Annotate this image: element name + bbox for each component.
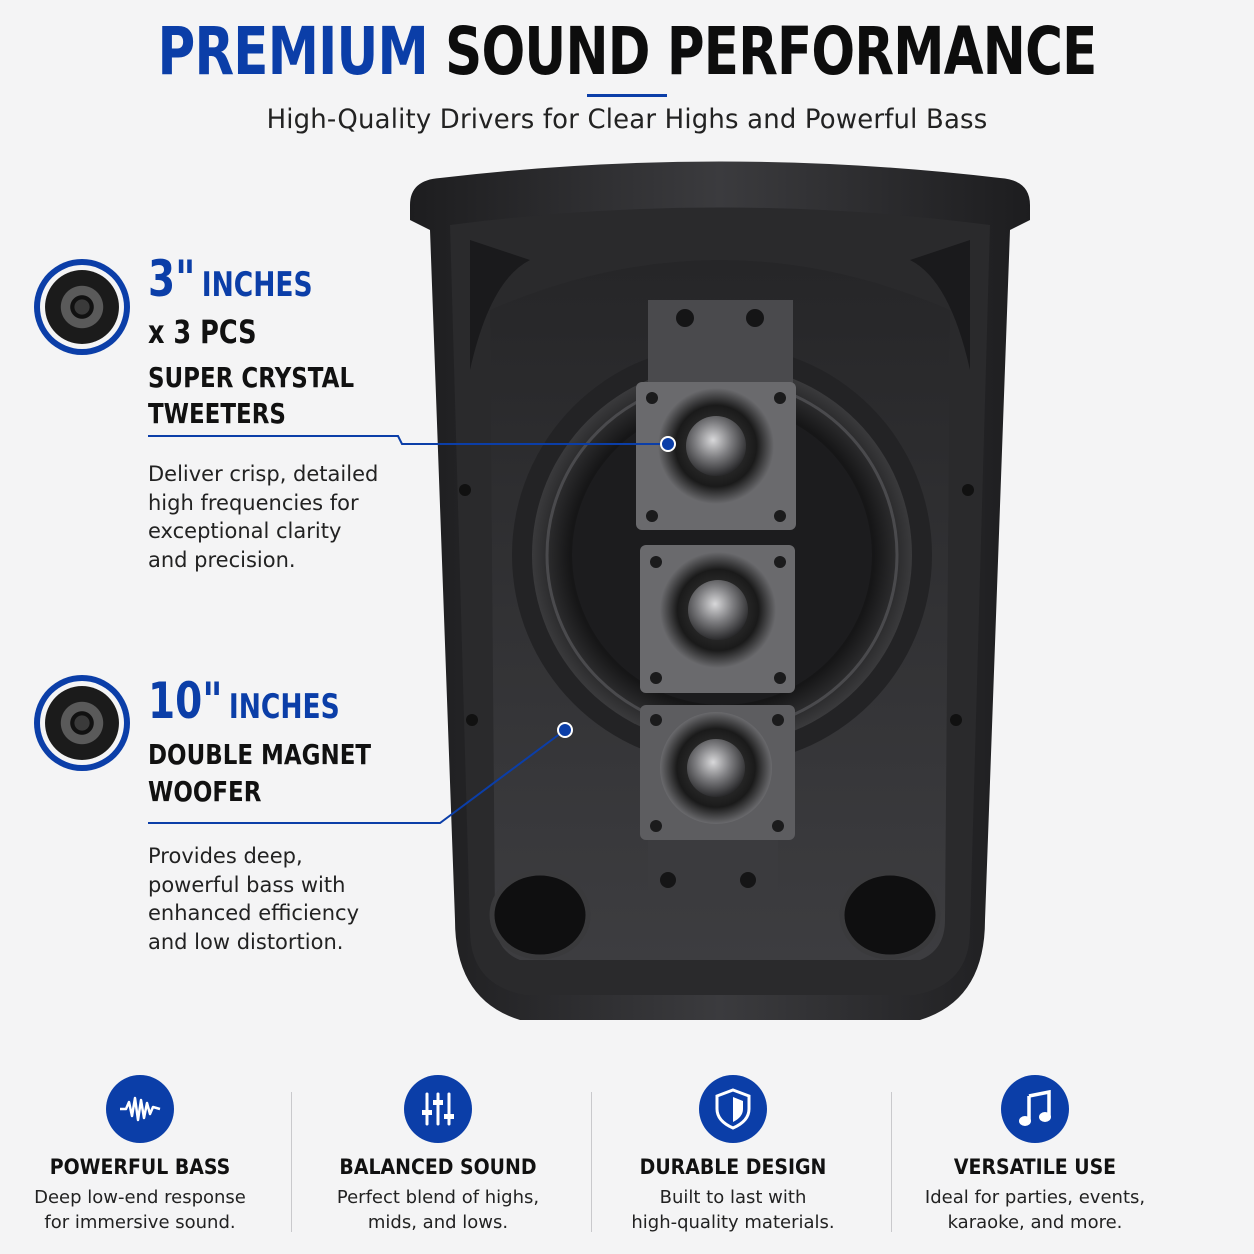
woofer-size: 10"INCHES [148,672,340,730]
divider [291,1092,292,1232]
feature-versatile-use: VERSATILE USE Ideal for parties, events,… [885,1075,1185,1235]
tweeter-desc-line: and precision. [148,547,296,572]
woofer-desc-line: and low distortion. [148,929,344,954]
feature-desc: Built to last with high-quality material… [583,1185,883,1235]
feature-desc-line: Deep low-end response [34,1187,246,1208]
woofer-desc-line: enhanced efficiency [148,901,359,925]
woofer-description: Provides deep, powerful bass with enhanc… [148,842,359,956]
feature-desc-line: Ideal for parties, events, [924,1187,1146,1208]
tweeter-desc-line: exceptional clarity [148,519,342,543]
feature-desc: Deep low-end response for immersive soun… [0,1185,290,1235]
tweeter-description: Deliver crisp, detailed high frequencies… [148,460,378,574]
shield-icon [699,1075,767,1143]
feature-title: POWERFUL BASS [49,1155,231,1179]
title-underline [587,94,667,97]
tweeter-quantity: x 3 PCS [148,313,257,351]
tweeter-desc-line: Deliver crisp, detailed [148,462,379,486]
page-subtitle: High-Quality Drivers for Clear Highs and… [266,104,988,135]
waveform-icon [106,1075,174,1143]
feature-desc-line: Perfect blend of highs, [336,1187,540,1208]
tweeter-badge-icon [34,259,130,355]
tweeter-heading-line2: TWEETERS [148,397,286,430]
woofer-badge-icon [34,675,130,771]
woofer-heading-line2: WOOFER [148,775,262,808]
feature-desc-line: for immersive sound. [44,1212,236,1233]
feature-desc-line: karaoke, and more. [947,1212,1123,1233]
woofer-heading-line1: DOUBLE MAGNET [148,738,372,771]
tweeter-size-unit: INCHES [201,265,313,305]
feature-desc: Ideal for parties, events, karaoke, and … [885,1185,1185,1235]
feature-desc-line: high-quality materials. [631,1212,835,1233]
feature-balanced-sound: BALANCED SOUND Perfect blend of highs, m… [288,1075,588,1235]
feature-durable-design: DURABLE DESIGN Built to last with high-q… [583,1075,883,1235]
title-highlight: PREMIUM [157,13,429,90]
woofer-size-unit: INCHES [228,687,340,727]
feature-title: BALANCED SOUND [339,1155,537,1179]
equalizer-icon [404,1075,472,1143]
feature-powerful-bass: POWERFUL BASS Deep low-end response for … [0,1075,290,1235]
feature-desc-line: mids, and lows. [367,1212,509,1233]
feature-title: DURABLE DESIGN [639,1155,827,1179]
woofer-desc-line: powerful bass with [148,872,346,897]
feature-desc: Perfect blend of highs, mids, and lows. [288,1185,588,1235]
tweeter-size-value: 3" [148,250,196,308]
tweeter-desc-line: high frequencies for [148,490,359,515]
speaker-image [410,161,1030,1020]
music-note-icon [1001,1075,1069,1143]
feature-desc-line: Built to last with [659,1187,807,1208]
page-title: PREMIUM SOUND PERFORMANCE [138,12,1116,92]
title-rest: SOUND PERFORMANCE [445,13,1097,90]
feature-title: VERSATILE USE [953,1155,1117,1179]
tweeter-size: 3"INCHES [148,250,313,308]
woofer-size-value: 10" [148,672,223,730]
divider [591,1092,592,1232]
divider [891,1092,892,1232]
woofer-desc-line: Provides deep, [148,844,303,868]
tweeter-heading-line1: SUPER CRYSTAL [148,361,355,394]
